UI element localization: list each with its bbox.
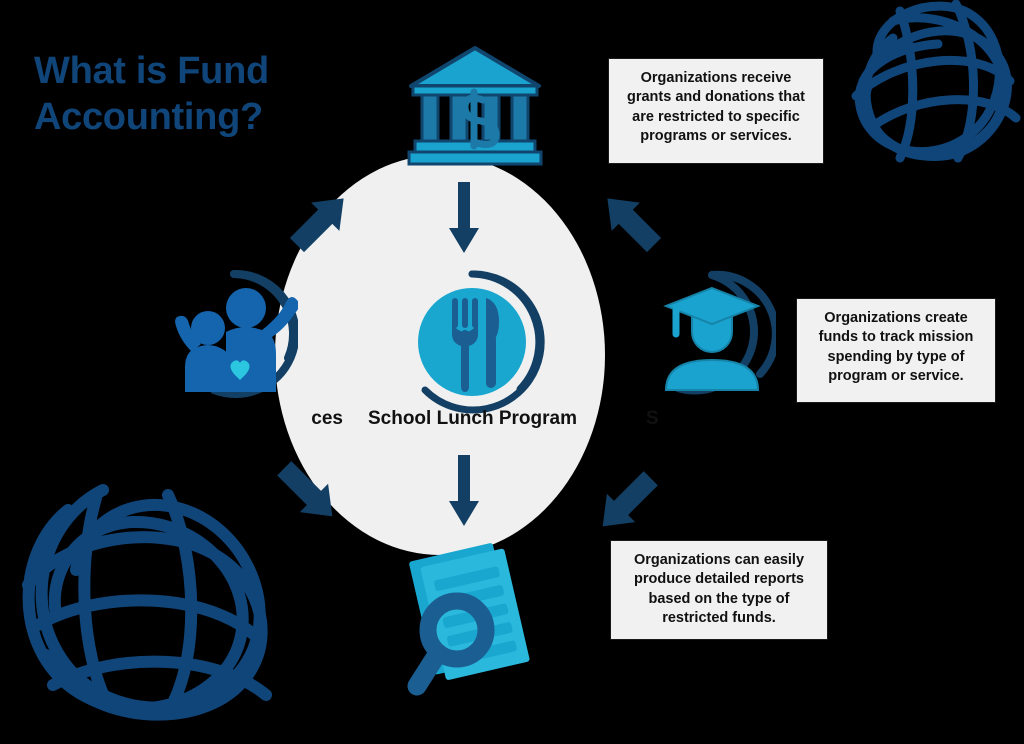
page-title-line-2: Accounting? xyxy=(34,96,263,139)
callout-box-3: Organizations can easily produce detaile… xyxy=(610,540,828,640)
callout-text-3: Organizations can easily produce detaile… xyxy=(633,552,805,626)
hub-label: School Lunch Program xyxy=(367,408,578,429)
arrow-up-right-northeast xyxy=(592,183,668,264)
callout-box-1: Organizations receive grants and donatio… xyxy=(608,58,824,164)
arrow-down-bottom xyxy=(447,455,481,532)
arrow-up-left-northwest xyxy=(283,183,359,264)
arrow-down-left-southeast xyxy=(585,462,667,549)
page-title: What is Fund Accounting? xyxy=(34,48,364,141)
node-label-right: S xyxy=(646,408,659,429)
arrow-down-top xyxy=(447,182,481,259)
callout-text-2: Organizations create funds to track miss… xyxy=(818,310,974,384)
callout-text-1: Organizations receive grants and donatio… xyxy=(626,70,806,144)
node-bank-dollar-icon xyxy=(405,44,545,169)
page-title-line-1: What is Fund xyxy=(34,50,269,92)
node-graduate-student-icon xyxy=(648,270,780,398)
node-label-left: ces xyxy=(311,408,343,429)
node-report-magnifier-icon xyxy=(405,538,550,698)
scribble-doodle-icon xyxy=(838,0,1024,181)
arrow-down-right-southwest xyxy=(268,452,350,539)
scribble-doodle-icon xyxy=(8,450,293,744)
callout-box-2: Organizations create funds to track miss… xyxy=(796,298,996,403)
node-family-heart-icon xyxy=(170,269,300,398)
hub-icon-plate-fork-knife xyxy=(398,268,546,416)
